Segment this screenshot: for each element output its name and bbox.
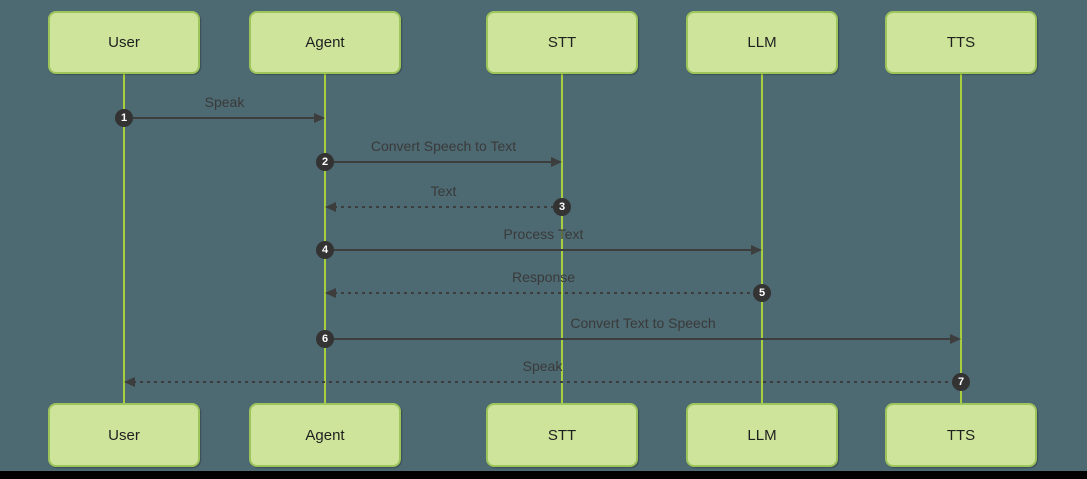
actor-box-user-top: User: [48, 11, 200, 74]
arrowhead-right-4: [751, 245, 762, 255]
arrowhead-right-2: [551, 157, 562, 167]
message-line-2: [325, 161, 553, 163]
message-line-6: [325, 338, 952, 340]
actor-box-agent-top: Agent: [249, 11, 401, 74]
message-number-badge-1: 1: [115, 109, 133, 127]
arrowhead-left-5: [325, 288, 336, 298]
message-number-badge-3: 3: [553, 198, 571, 216]
actor-box-user-bottom: User: [48, 403, 200, 467]
message-number-badge-7: 7: [952, 373, 970, 391]
message-label-3: Text: [430, 183, 457, 199]
actor-box-llm-top: LLM: [686, 11, 838, 74]
actor-box-stt-bottom: STT: [486, 403, 638, 467]
actor-box-stt-top: STT: [486, 11, 638, 74]
actor-box-llm-bottom: LLM: [686, 403, 838, 467]
message-number-badge-4: 4: [316, 241, 334, 259]
actor-box-tts-top: TTS: [885, 11, 1037, 74]
arrowhead-right-6: [950, 334, 961, 344]
message-line-5: [334, 292, 762, 294]
message-line-4: [325, 249, 753, 251]
arrowhead-right-1: [314, 113, 325, 123]
message-label-6: Convert Text to Speech: [570, 315, 716, 331]
lifeline-tts: [960, 74, 962, 403]
lifeline-stt: [561, 74, 563, 403]
lifeline-llm: [761, 74, 763, 403]
message-label-5: Response: [511, 269, 576, 285]
message-label-1: Speak: [204, 94, 245, 110]
bottom-black-strip: [0, 471, 1087, 479]
lifeline-user: [123, 74, 125, 403]
message-label-7: Speak: [522, 358, 563, 374]
message-line-3: [334, 206, 562, 208]
message-number-badge-6: 6: [316, 330, 334, 348]
arrowhead-left-3: [325, 202, 336, 212]
message-line-7: [133, 381, 961, 383]
message-line-1: [124, 117, 316, 119]
actor-box-tts-bottom: TTS: [885, 403, 1037, 467]
actor-box-agent-bottom: Agent: [249, 403, 401, 467]
message-label-4: Process Text: [503, 226, 584, 242]
message-label-2: Convert Speech to Text: [370, 138, 517, 154]
lifeline-agent: [324, 74, 326, 403]
message-number-badge-2: 2: [316, 153, 334, 171]
arrowhead-left-7: [124, 377, 135, 387]
message-number-badge-5: 5: [753, 284, 771, 302]
